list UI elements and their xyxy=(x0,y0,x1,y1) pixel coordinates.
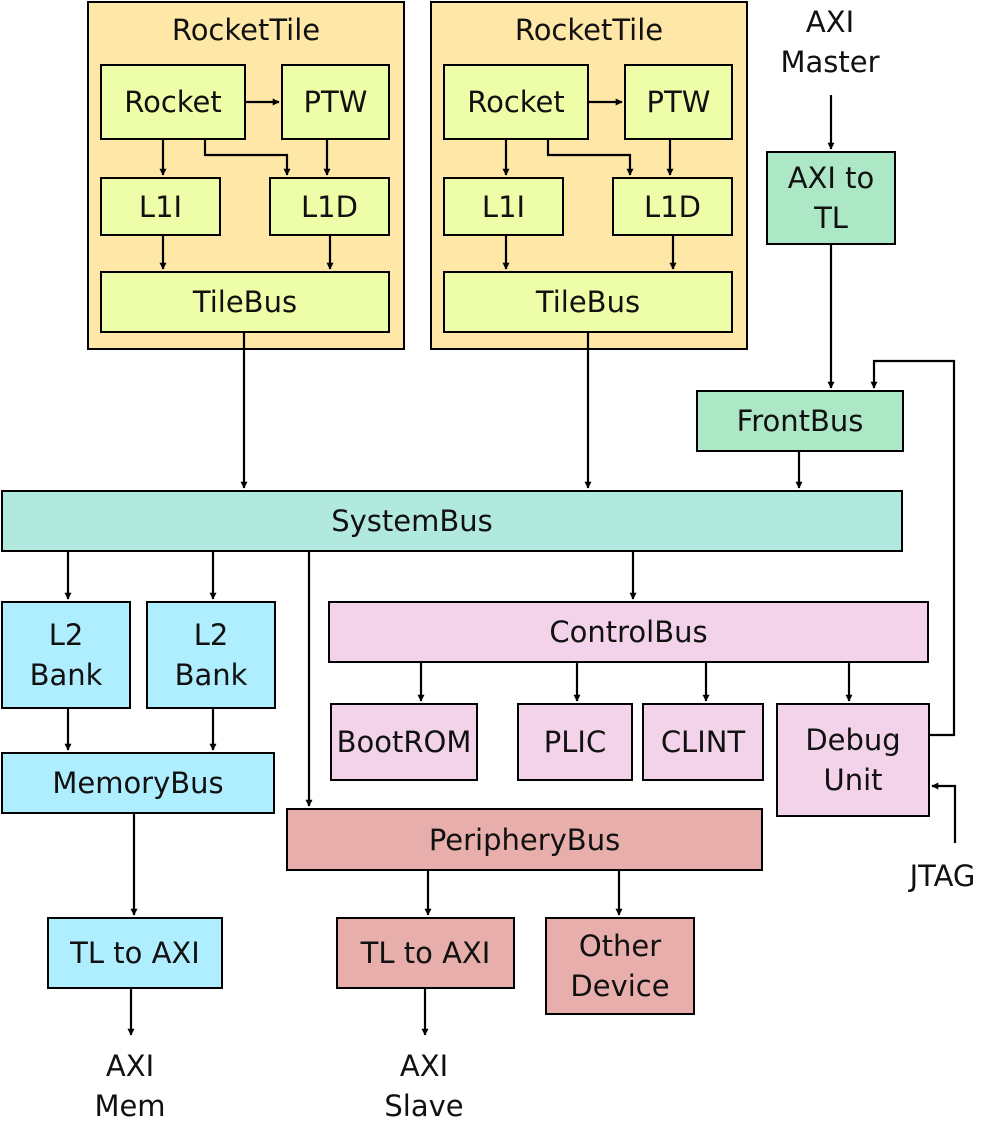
tilebus-1: TileBus xyxy=(100,271,390,333)
l2-bank-1: L2 Bank xyxy=(1,601,131,709)
ptw-2: PTW xyxy=(624,64,733,140)
axi-slave-label: AXI Slave xyxy=(384,1049,464,1123)
l2-bank-2: L2 Bank xyxy=(146,601,276,709)
memory-tl-to-axi: TL to AXI xyxy=(47,917,223,989)
jtag-label: JTAG xyxy=(909,859,976,893)
tile-title: RocketTile xyxy=(171,13,321,47)
tile-title: RocketTile xyxy=(514,13,664,47)
controlbus: ControlBus xyxy=(328,601,929,663)
clint: CLINT xyxy=(642,703,764,781)
periphery-tl-to-axi: TL to AXI xyxy=(336,917,515,989)
memorybus: MemoryBus xyxy=(1,752,275,814)
tilebus-2: TileBus xyxy=(443,271,733,333)
peripherybus: PeripheryBus xyxy=(286,808,763,871)
bootrom: BootROM xyxy=(330,703,478,781)
frontbus: FrontBus xyxy=(696,390,904,452)
l1d-cache-2: L1D xyxy=(612,177,733,236)
axi-mem-label: AXI Mem xyxy=(94,1049,166,1123)
systembus: SystemBus xyxy=(1,490,903,552)
other-device: Other Device xyxy=(545,917,695,1015)
axi-to-tl-converter: AXI to TL xyxy=(766,151,896,245)
l1i-cache-1: L1I xyxy=(100,177,221,236)
l1i-cache-2: L1I xyxy=(443,177,564,236)
l1d-cache-1: L1D xyxy=(269,177,390,236)
axi-master-label: AXI Master xyxy=(780,5,880,79)
rocket-core-2: Rocket xyxy=(443,64,589,140)
rocket-core-1: Rocket xyxy=(100,64,246,140)
plic: PLIC xyxy=(517,703,633,781)
debug-unit: Debug Unit xyxy=(776,703,930,817)
ptw-1: PTW xyxy=(281,64,390,140)
